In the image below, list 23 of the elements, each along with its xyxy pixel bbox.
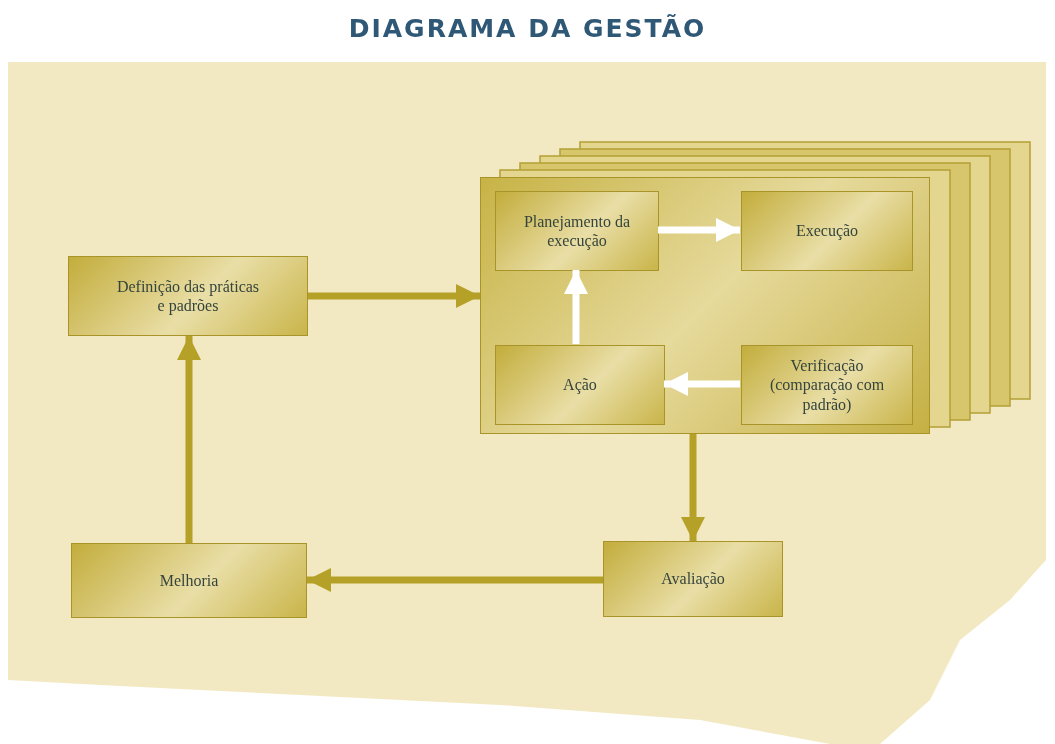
box-label: Definição das práticas e padrões bbox=[115, 276, 261, 316]
process-box bbox=[495, 191, 659, 271]
diagram-title: DIAGRAMA DA GESTÃO bbox=[347, 14, 708, 43]
box-label: Planejamento da execução bbox=[522, 211, 632, 251]
box-label: Melhoria bbox=[158, 570, 220, 591]
process-box bbox=[495, 345, 665, 425]
arrow bbox=[681, 434, 705, 541]
box-label: Avaliação bbox=[660, 569, 726, 589]
arrow bbox=[664, 372, 740, 396]
box-label: Execução bbox=[794, 221, 860, 241]
process-box bbox=[71, 543, 307, 618]
arrow bbox=[177, 336, 201, 543]
arrow bbox=[307, 568, 603, 592]
panel bbox=[480, 177, 930, 434]
box-label: Verificação (comparação com padrão) bbox=[768, 356, 886, 414]
arrow bbox=[658, 218, 740, 242]
process-box bbox=[68, 256, 308, 336]
box-label: Ação bbox=[562, 375, 598, 395]
process-box bbox=[741, 345, 913, 425]
process-box bbox=[741, 191, 913, 271]
arrow bbox=[564, 270, 588, 344]
process-box bbox=[603, 541, 783, 617]
arrow bbox=[308, 284, 480, 308]
